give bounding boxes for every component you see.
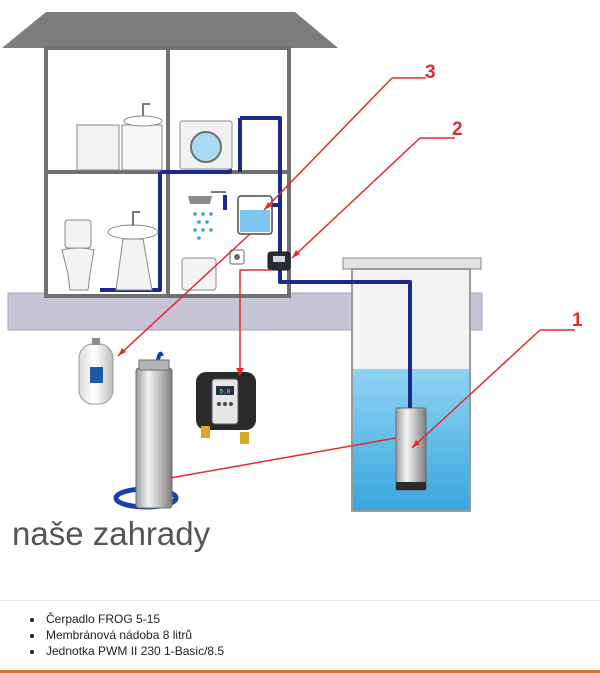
pwm-unit-inlet [240, 432, 249, 444]
water-system-diagram: 5.0 1 2 3 naše zahrady [2, 12, 583, 552]
membrane-tank-connector [92, 338, 100, 345]
callout-number-1: 1 [572, 310, 583, 331]
pump-in-well-base [396, 482, 426, 490]
callout-number-2: 2 [452, 119, 463, 140]
callout-arrowheads [118, 202, 420, 448]
watermark: naše zahrady [12, 515, 211, 552]
legend-list: Čerpadlo FROG 5-15 Membránová nádoba 8 l… [0, 611, 600, 659]
washing-machine-door [190, 131, 222, 163]
lower-floor-fixtures [61, 191, 291, 291]
legend-item: Jednotka PWM II 230 1-Basic/8.5 [44, 643, 600, 659]
shower-water-drops [193, 212, 213, 240]
upper-sink-bowl [123, 115, 163, 127]
lower-sink-bowl [107, 224, 159, 240]
pwm-unit-button-1 [217, 402, 221, 406]
kitchen-cabinet [76, 124, 120, 171]
sink-cabinet [121, 124, 163, 171]
pwm-unit-button-2 [223, 402, 227, 406]
pump-cable [156, 351, 164, 361]
house-roof [2, 12, 338, 48]
lower-faucet [132, 211, 140, 226]
wall-switch-knob [234, 254, 240, 260]
pwm-unit-button-3 [229, 402, 233, 406]
pwm-unit-face [211, 378, 239, 425]
legend-item: Čerpadlo FROG 5-15 [44, 611, 600, 627]
well-cap [342, 257, 482, 270]
shower-head-icon [188, 196, 212, 204]
pwm-unit-display-text: 5.0 [220, 389, 231, 396]
pwm-unit-screen [216, 386, 234, 395]
pwm-unit-outlet [201, 426, 210, 438]
pump-in-well [395, 407, 427, 491]
water-heater-fill [240, 210, 270, 232]
upper-floor-fixtures [76, 103, 233, 171]
toilet-tank [64, 219, 92, 249]
legend-item: Membránová nádoba 8 litrů [44, 627, 600, 643]
callout-number-3: 3 [425, 62, 436, 83]
callout-lines [117, 77, 575, 479]
membrane-tank [78, 338, 114, 405]
membrane-tank-label [90, 367, 103, 383]
pressure-unit-screen [273, 256, 285, 262]
pwm-control-unit: 5.0 [196, 372, 256, 444]
house [2, 12, 338, 298]
bathtub [181, 257, 217, 291]
submersible-pump [113, 351, 179, 510]
toilet-bowl [61, 247, 95, 291]
legend-panel: Čerpadlo FROG 5-15 Membránová nádoba 8 l… [0, 600, 600, 673]
pump-top [138, 359, 170, 371]
upper-faucet [142, 103, 150, 116]
pump-body [135, 367, 173, 509]
sink-pedestal [115, 238, 153, 291]
